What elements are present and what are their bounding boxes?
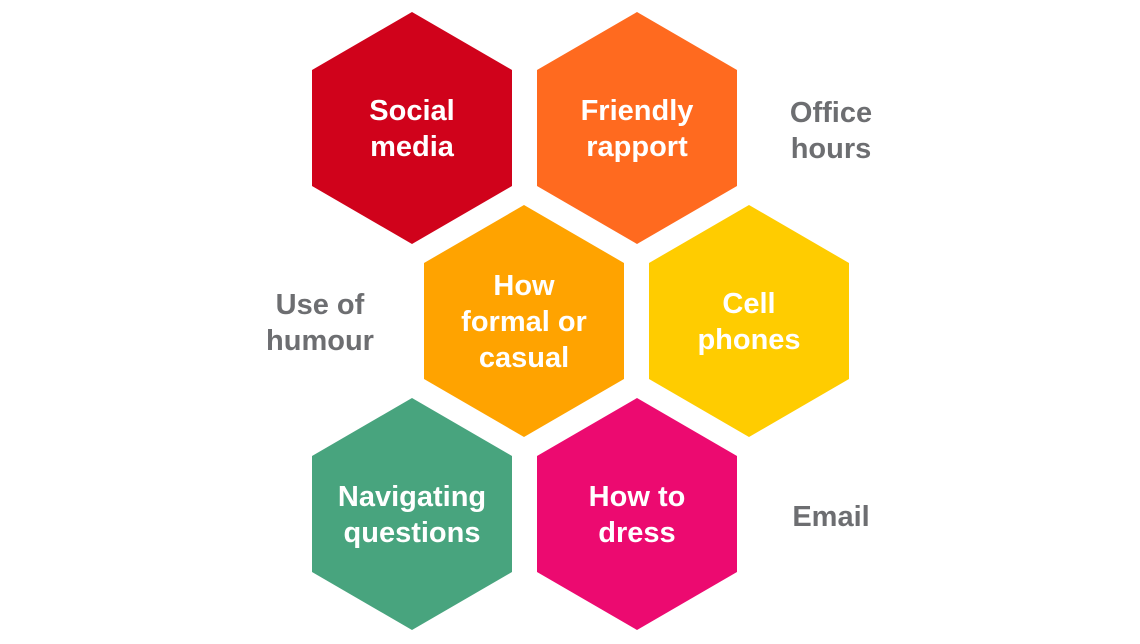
side-label-office-hours: Office hours: [790, 97, 872, 165]
hexagon-label-how-formal-or-casual-line-3: casual: [479, 342, 569, 374]
hexagon-label-cell-phones-line-1: Cell: [722, 288, 775, 320]
side-label-office-hours-line-1: Office: [790, 97, 872, 129]
hexagon-cell-phones: Cell phones: [649, 205, 849, 437]
hexagon-how-formal-or-casual: How formal or casual: [424, 205, 624, 437]
hexagon-label-navigating-questions-line-1: Navigating: [338, 481, 486, 513]
hexagon-friendly-rapport: Friendly rapport: [537, 12, 737, 244]
side-label-use-of-humour: Use of humour: [266, 289, 374, 357]
hexagon-label-social-media-line-2: media: [370, 131, 455, 163]
hexagon-label-navigating-questions-line-2: questions: [344, 517, 481, 549]
hexagon-how-to-dress: How to dress: [537, 398, 737, 630]
side-label-email-line-1: Email: [792, 501, 869, 533]
hexagon-label-friendly-rapport-line-1: Friendly: [581, 95, 694, 127]
hexagon-label-how-to-dress-line-2: dress: [598, 517, 675, 549]
side-label-use-of-humour-line-1: Use of: [276, 289, 365, 321]
side-label-email: Email: [792, 501, 869, 533]
hexagon-label-how-formal-or-casual-line-1: How: [493, 270, 555, 302]
hexagon-shape-how-formal-or-casual: [424, 205, 624, 437]
hexagon-shape-social-media: [312, 12, 512, 244]
hexagon-navigating-questions: Navigating questions: [312, 398, 512, 630]
side-label-use-of-humour-line-2: humour: [266, 325, 374, 357]
side-label-office-hours-line-2: hours: [791, 133, 872, 165]
hexagon-shape-navigating-questions: [312, 398, 512, 630]
hexagon-label-social-media-line-1: Social: [369, 95, 454, 127]
hexagon-social-media: Social media: [312, 12, 512, 244]
hexagon-label-cell-phones-line-2: phones: [697, 324, 800, 356]
hexagon-label-friendly-rapport-line-2: rapport: [586, 131, 688, 163]
hexagon-shape-cell-phones: [649, 205, 849, 437]
hexagon-label-how-formal-or-casual-line-2: formal or: [461, 306, 587, 338]
hexagon-label-how-to-dress-line-1: How to: [589, 481, 686, 513]
hexagon-shape-friendly-rapport: [537, 12, 737, 244]
hexagon-shape-how-to-dress: [537, 398, 737, 630]
